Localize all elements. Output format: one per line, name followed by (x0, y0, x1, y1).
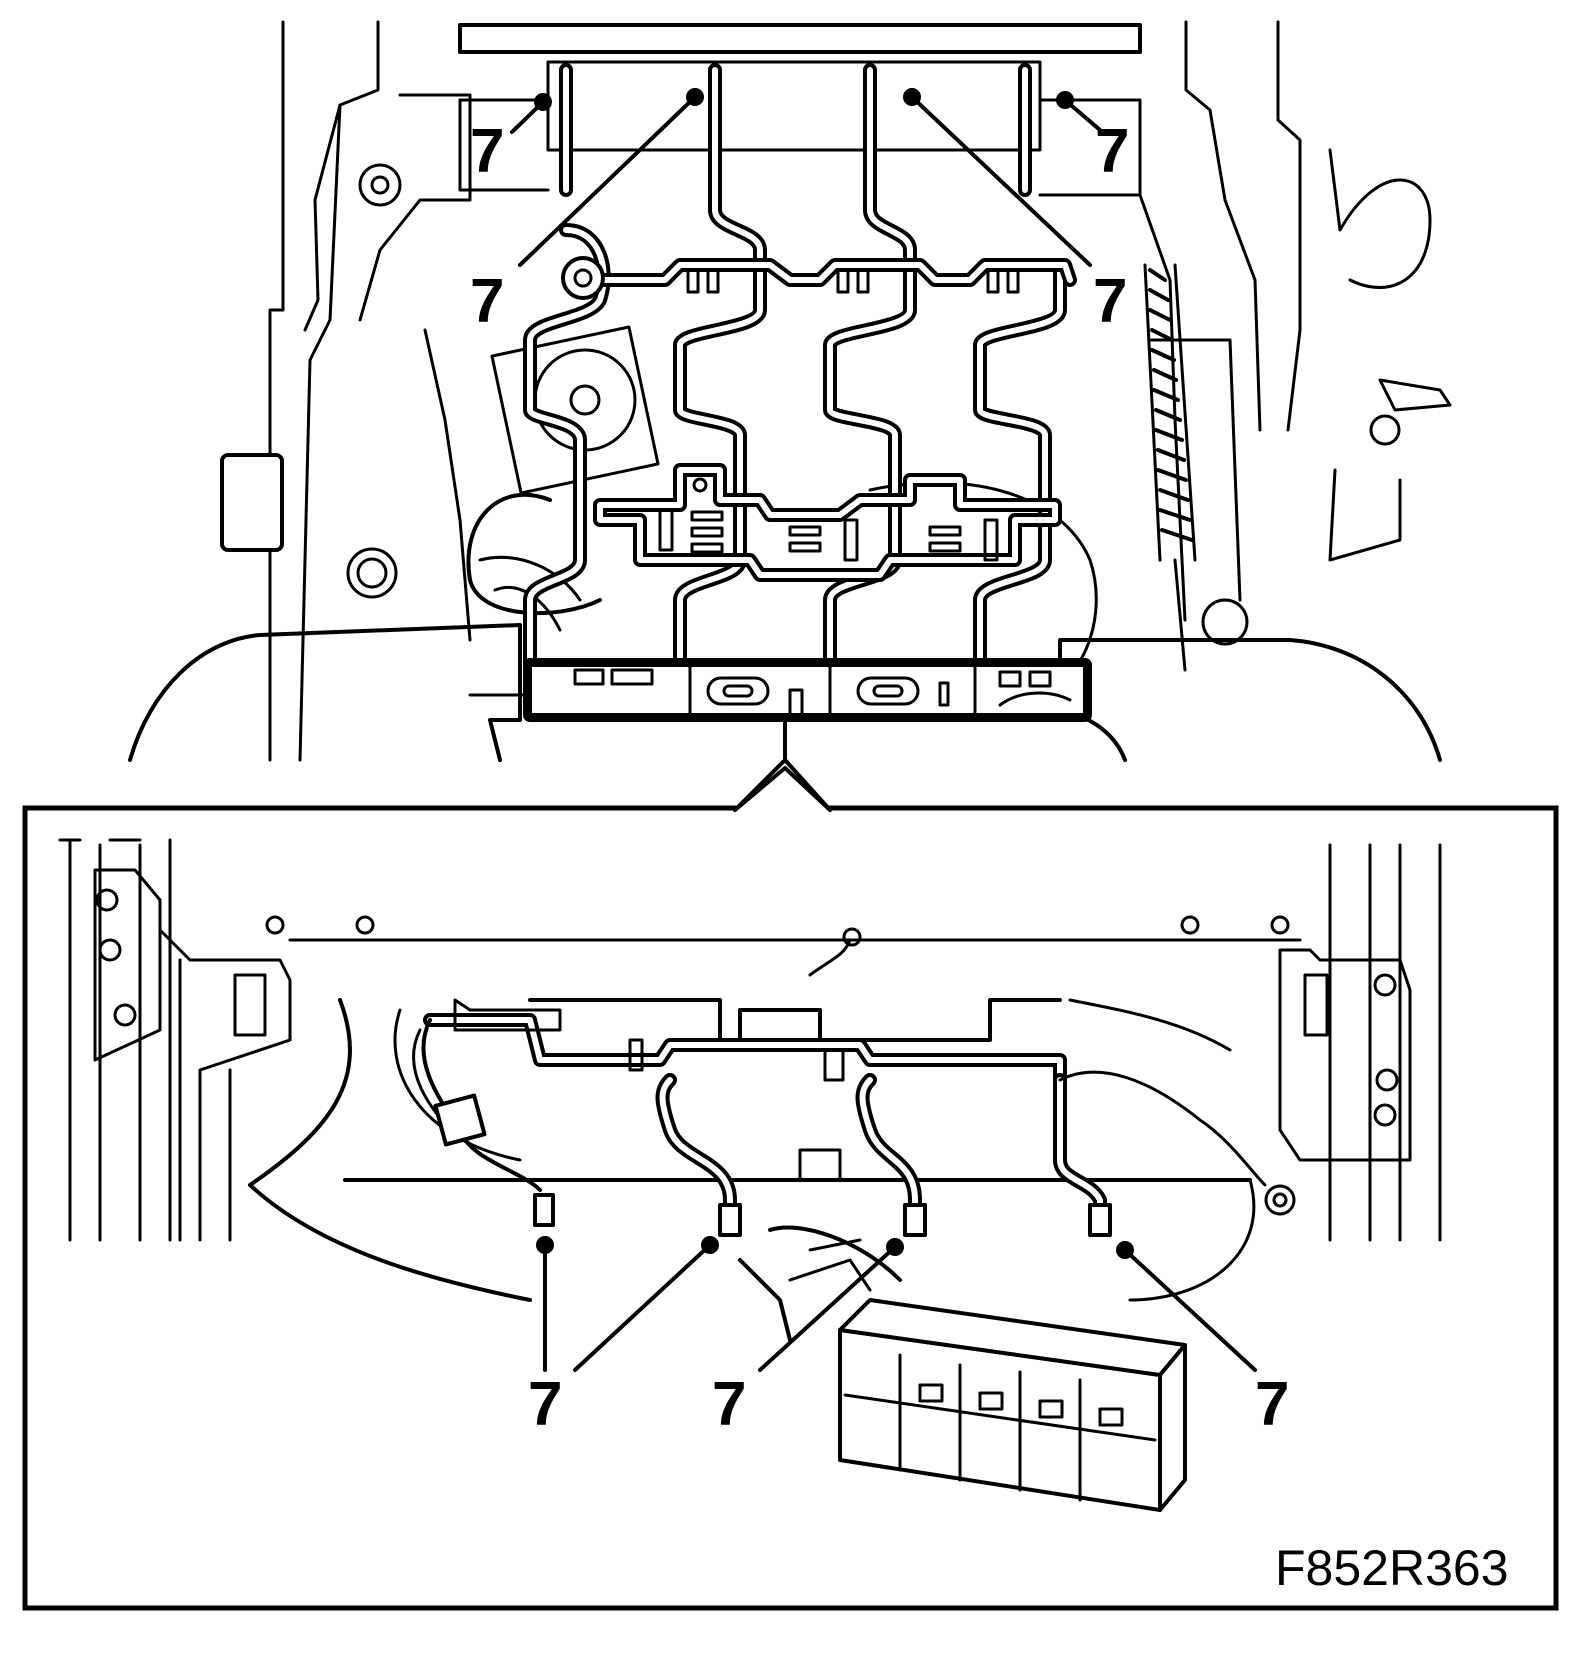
callout-7-detail-1: 7 (528, 1370, 562, 1439)
front-clip-strip (523, 658, 1092, 722)
callout-7-top-left: 7 (470, 117, 504, 186)
callout-7-mid-left: 7 (470, 267, 504, 336)
electrical-connector (738, 1225, 1187, 1512)
callout-7-detail-2: 7 (712, 1370, 746, 1439)
detail-heating-element (423, 1013, 1112, 1237)
top-callout-leaders (510, 88, 1102, 267)
middle-clip-bracket (593, 463, 1062, 582)
callout-7-top-right: 7 (1095, 117, 1129, 186)
figure-code: F852R363 (1275, 1540, 1509, 1596)
upper-clip-strip (561, 256, 1077, 300)
tension-spring (1143, 263, 1197, 672)
callout-7-mid-right: 7 (1093, 267, 1127, 336)
heating-element-wire (523, 63, 1067, 672)
detail-inset: 7 7 7 7 F852R363 (22, 766, 1559, 1611)
seat-overview: 7 7 7 7 (128, 20, 1452, 812)
callout-7-detail-3: 7 (1255, 1370, 1289, 1439)
detail-callout-leaders (536, 1236, 1257, 1372)
